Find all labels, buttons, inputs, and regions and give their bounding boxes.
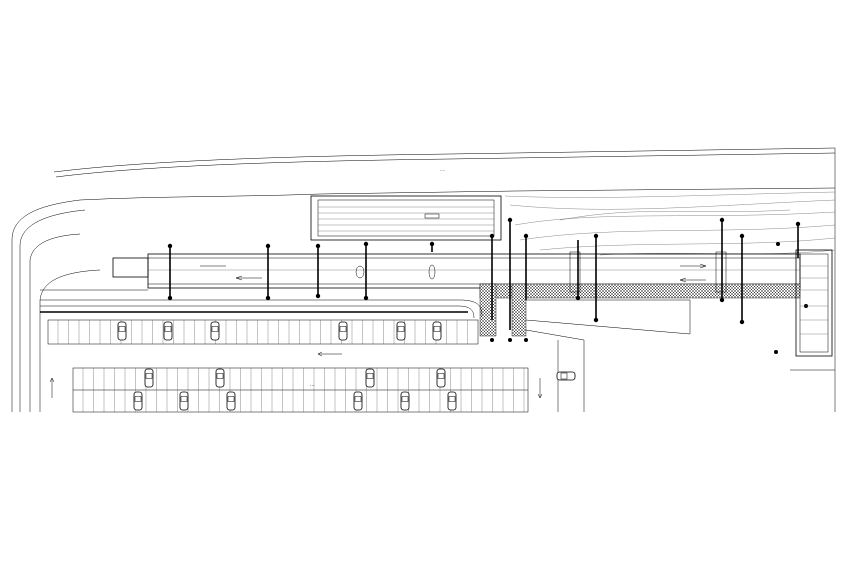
parking-lower-block: ... (49, 351, 543, 413)
car (210, 321, 220, 341)
car (447, 391, 457, 411)
car (144, 368, 154, 388)
car (432, 321, 442, 341)
pole-markers (167, 217, 808, 354)
parking-upper-row (47, 319, 479, 345)
car (133, 391, 143, 411)
parking-label: ... (310, 382, 315, 388)
right-stair-block (790, 249, 835, 371)
car (365, 368, 375, 388)
parked-cars (117, 321, 576, 411)
car (353, 391, 363, 411)
car (226, 391, 236, 411)
building-block (310, 195, 502, 241)
car (436, 368, 446, 388)
car (117, 321, 127, 341)
contour-lines (504, 191, 836, 256)
car (215, 368, 225, 388)
road-label: .... (440, 167, 445, 172)
car (338, 321, 348, 341)
car (179, 391, 189, 411)
lower-road (40, 289, 691, 412)
car (556, 371, 576, 381)
car (396, 321, 406, 341)
car (400, 391, 410, 411)
car (163, 321, 173, 341)
